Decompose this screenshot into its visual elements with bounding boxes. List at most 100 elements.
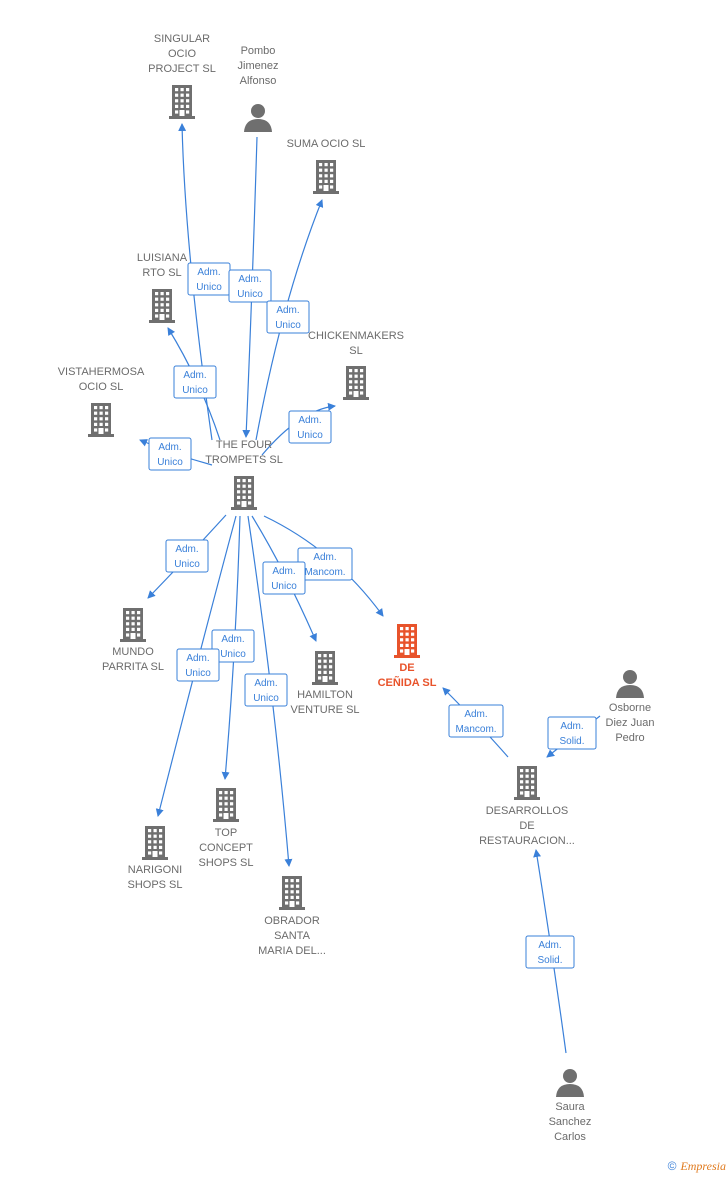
relation-label-text: Adm. — [221, 634, 244, 645]
node-label-osborne[interactable]: Osborne — [609, 702, 651, 714]
node-label-decenida[interactable]: DE — [399, 662, 414, 674]
relation-label-osborne-desarrollos[interactable]: Adm.Solid. — [547, 716, 597, 750]
relation-label-four-singular[interactable]: Adm.Unico — [187, 262, 231, 296]
relation-label-box[interactable] — [148, 437, 192, 471]
node-label-topconcept[interactable]: SHOPS SL — [198, 857, 253, 869]
relation-label-box[interactable] — [173, 365, 217, 399]
node-label-desarrollos[interactable]: DE — [519, 820, 534, 832]
node-label-narigoni[interactable]: SHOPS SL — [127, 879, 182, 891]
building-icon — [149, 289, 175, 323]
relation-label-four-suma[interactable]: Adm.Unico — [266, 300, 310, 334]
node-label-mundo[interactable]: PARRITA SL — [102, 661, 164, 673]
relation-label-text: Adm. — [538, 940, 561, 951]
relation-label-four-obrador[interactable]: Adm.Unico — [244, 673, 288, 707]
relation-label-box[interactable] — [262, 561, 306, 595]
node-label-saura[interactable]: Sanchez — [549, 1116, 592, 1128]
node-label-desarrollos[interactable]: RESTAURACION... — [479, 835, 575, 847]
relation-label-box[interactable] — [176, 648, 220, 682]
building-icon — [394, 624, 420, 658]
footer-brand[interactable]: ©Empresia — [668, 1159, 726, 1174]
node-obrador[interactable]: OBRADOR SANTA MARIA DEL... — [258, 876, 326, 957]
relation-label-box[interactable] — [448, 704, 504, 738]
node-four[interactable]: THE FOUR TROMPETS SL — [205, 439, 283, 510]
node-topconcept[interactable]: TOP CONCEPT SHOPS SL — [198, 788, 254, 869]
building-icon — [312, 651, 338, 685]
node-label-pombo[interactable]: Pombo — [241, 45, 276, 57]
node-vista[interactable]: VISTAHERMOSA OCIO SL — [58, 366, 145, 437]
node-label-osborne[interactable]: Pedro — [615, 732, 644, 744]
relation-label-four-topconcept[interactable]: Adm. Unico — [211, 629, 255, 663]
node-label-mundo[interactable]: MUNDO — [112, 646, 154, 658]
relation-label-box[interactable] — [266, 300, 310, 334]
node-label-vista[interactable]: VISTAHERMOSA — [58, 366, 145, 378]
node-label-hamilton[interactable]: HAMILTON — [297, 689, 353, 701]
node-label-narigoni[interactable]: NARIGONI — [128, 864, 182, 876]
relation-label-text: Unico — [157, 457, 183, 468]
relation-label-text: Unico — [220, 649, 246, 660]
building-icon — [231, 476, 257, 510]
relation-label-four-hamilton[interactable]: Adm.Unico — [262, 561, 306, 595]
relation-label-box[interactable] — [211, 629, 255, 663]
relation-label-text: Mancom. — [455, 724, 496, 735]
relation-label-box[interactable] — [228, 269, 272, 303]
node-label-topconcept[interactable]: CONCEPT — [199, 842, 253, 854]
relation-label-four-vista[interactable]: Adm.Unico — [148, 437, 192, 471]
node-narigoni[interactable]: NARIGONI SHOPS SL — [127, 826, 183, 891]
node-label-singular[interactable]: SINGULAR — [154, 33, 210, 45]
person-icon — [556, 1069, 584, 1097]
node-label-singular[interactable]: OCIO — [168, 48, 197, 60]
node-label-four[interactable]: TROMPETS SL — [205, 454, 283, 466]
node-singular[interactable]: SINGULAR OCIO PROJECT SL — [148, 33, 216, 119]
node-desarrollos[interactable]: DESARROLLOS DE RESTAURACION... — [479, 766, 575, 847]
node-label-pombo[interactable]: Jimenez — [238, 60, 279, 72]
node-suma[interactable]: SUMA OCIO SL — [287, 138, 366, 194]
node-label-luisiana[interactable]: RTO SL — [142, 267, 181, 279]
node-label-topconcept[interactable]: TOP — [215, 827, 237, 839]
relation-label-desarrollos-decenida[interactable]: Adm.Mancom. — [448, 704, 504, 738]
node-mundo[interactable]: MUNDO PARRITA SL — [102, 608, 164, 673]
node-label-hamilton[interactable]: VENTURE SL — [290, 704, 359, 716]
relation-label-four-decenida[interactable]: Adm.Mancom. — [297, 547, 353, 581]
relation-label-box[interactable] — [288, 410, 332, 444]
node-label-suma[interactable]: SUMA OCIO SL — [287, 138, 366, 150]
relation-label-four-mundo[interactable]: Adm.Unico — [165, 539, 209, 573]
relation-label-four-chicken[interactable]: Adm.Unico — [288, 410, 332, 444]
node-label-pombo[interactable]: Alfonso — [240, 75, 277, 87]
relation-label-pombo-four[interactable]: Adm.Unico — [228, 269, 272, 303]
node-label-singular[interactable]: PROJECT SL — [148, 63, 216, 75]
relation-label-text: Adm. — [175, 544, 198, 555]
node-chicken[interactable]: CHICKENMAKERS SL — [308, 330, 404, 400]
node-label-obrador[interactable]: OBRADOR — [264, 915, 320, 927]
node-label-desarrollos[interactable]: DESARROLLOS — [486, 805, 569, 817]
relation-label-saura-desarrollos[interactable]: Adm.Solid. — [525, 935, 575, 969]
person-icon — [244, 104, 272, 132]
node-label-saura[interactable]: Carlos — [554, 1131, 586, 1143]
node-label-osborne[interactable]: Diez Juan — [606, 717, 655, 729]
node-label-saura[interactable]: Saura — [555, 1101, 585, 1113]
relation-label-box[interactable] — [244, 673, 288, 707]
node-label-obrador[interactable]: SANTA — [274, 930, 311, 942]
node-hamilton[interactable]: HAMILTON VENTURE SL — [290, 651, 360, 716]
node-luisiana[interactable]: LUISIANA RTO SL — [137, 252, 188, 323]
relation-label-text: Adm. — [298, 415, 321, 426]
node-label-luisiana[interactable]: LUISIANA — [137, 252, 188, 264]
building-icon — [88, 403, 114, 437]
building-icon — [343, 366, 369, 400]
relation-label-text: Unico — [182, 385, 208, 396]
relation-labels-layer: Adm.UnicoAdm.UnicoAdm.UnicoAdm.UnicoAdm.… — [148, 262, 597, 969]
relation-label-box[interactable] — [547, 716, 597, 750]
node-decenida[interactable]: DE CEÑIDA SL — [378, 624, 437, 689]
node-label-chicken[interactable]: CHICKENMAKERS — [308, 330, 404, 342]
relation-label-four-narigoni[interactable]: Adm.Unico — [176, 648, 220, 682]
node-label-vista[interactable]: OCIO SL — [79, 381, 124, 393]
node-label-obrador[interactable]: MARIA DEL... — [258, 945, 326, 957]
node-label-four[interactable]: THE FOUR — [216, 439, 272, 451]
node-label-decenida[interactable]: CEÑIDA SL — [378, 676, 437, 689]
relation-label-four-luisiana[interactable]: Adm.Unico — [173, 365, 217, 399]
node-label-chicken[interactable]: SL — [349, 345, 362, 357]
relation-label-box[interactable] — [165, 539, 209, 573]
relation-label-box[interactable] — [525, 935, 575, 969]
